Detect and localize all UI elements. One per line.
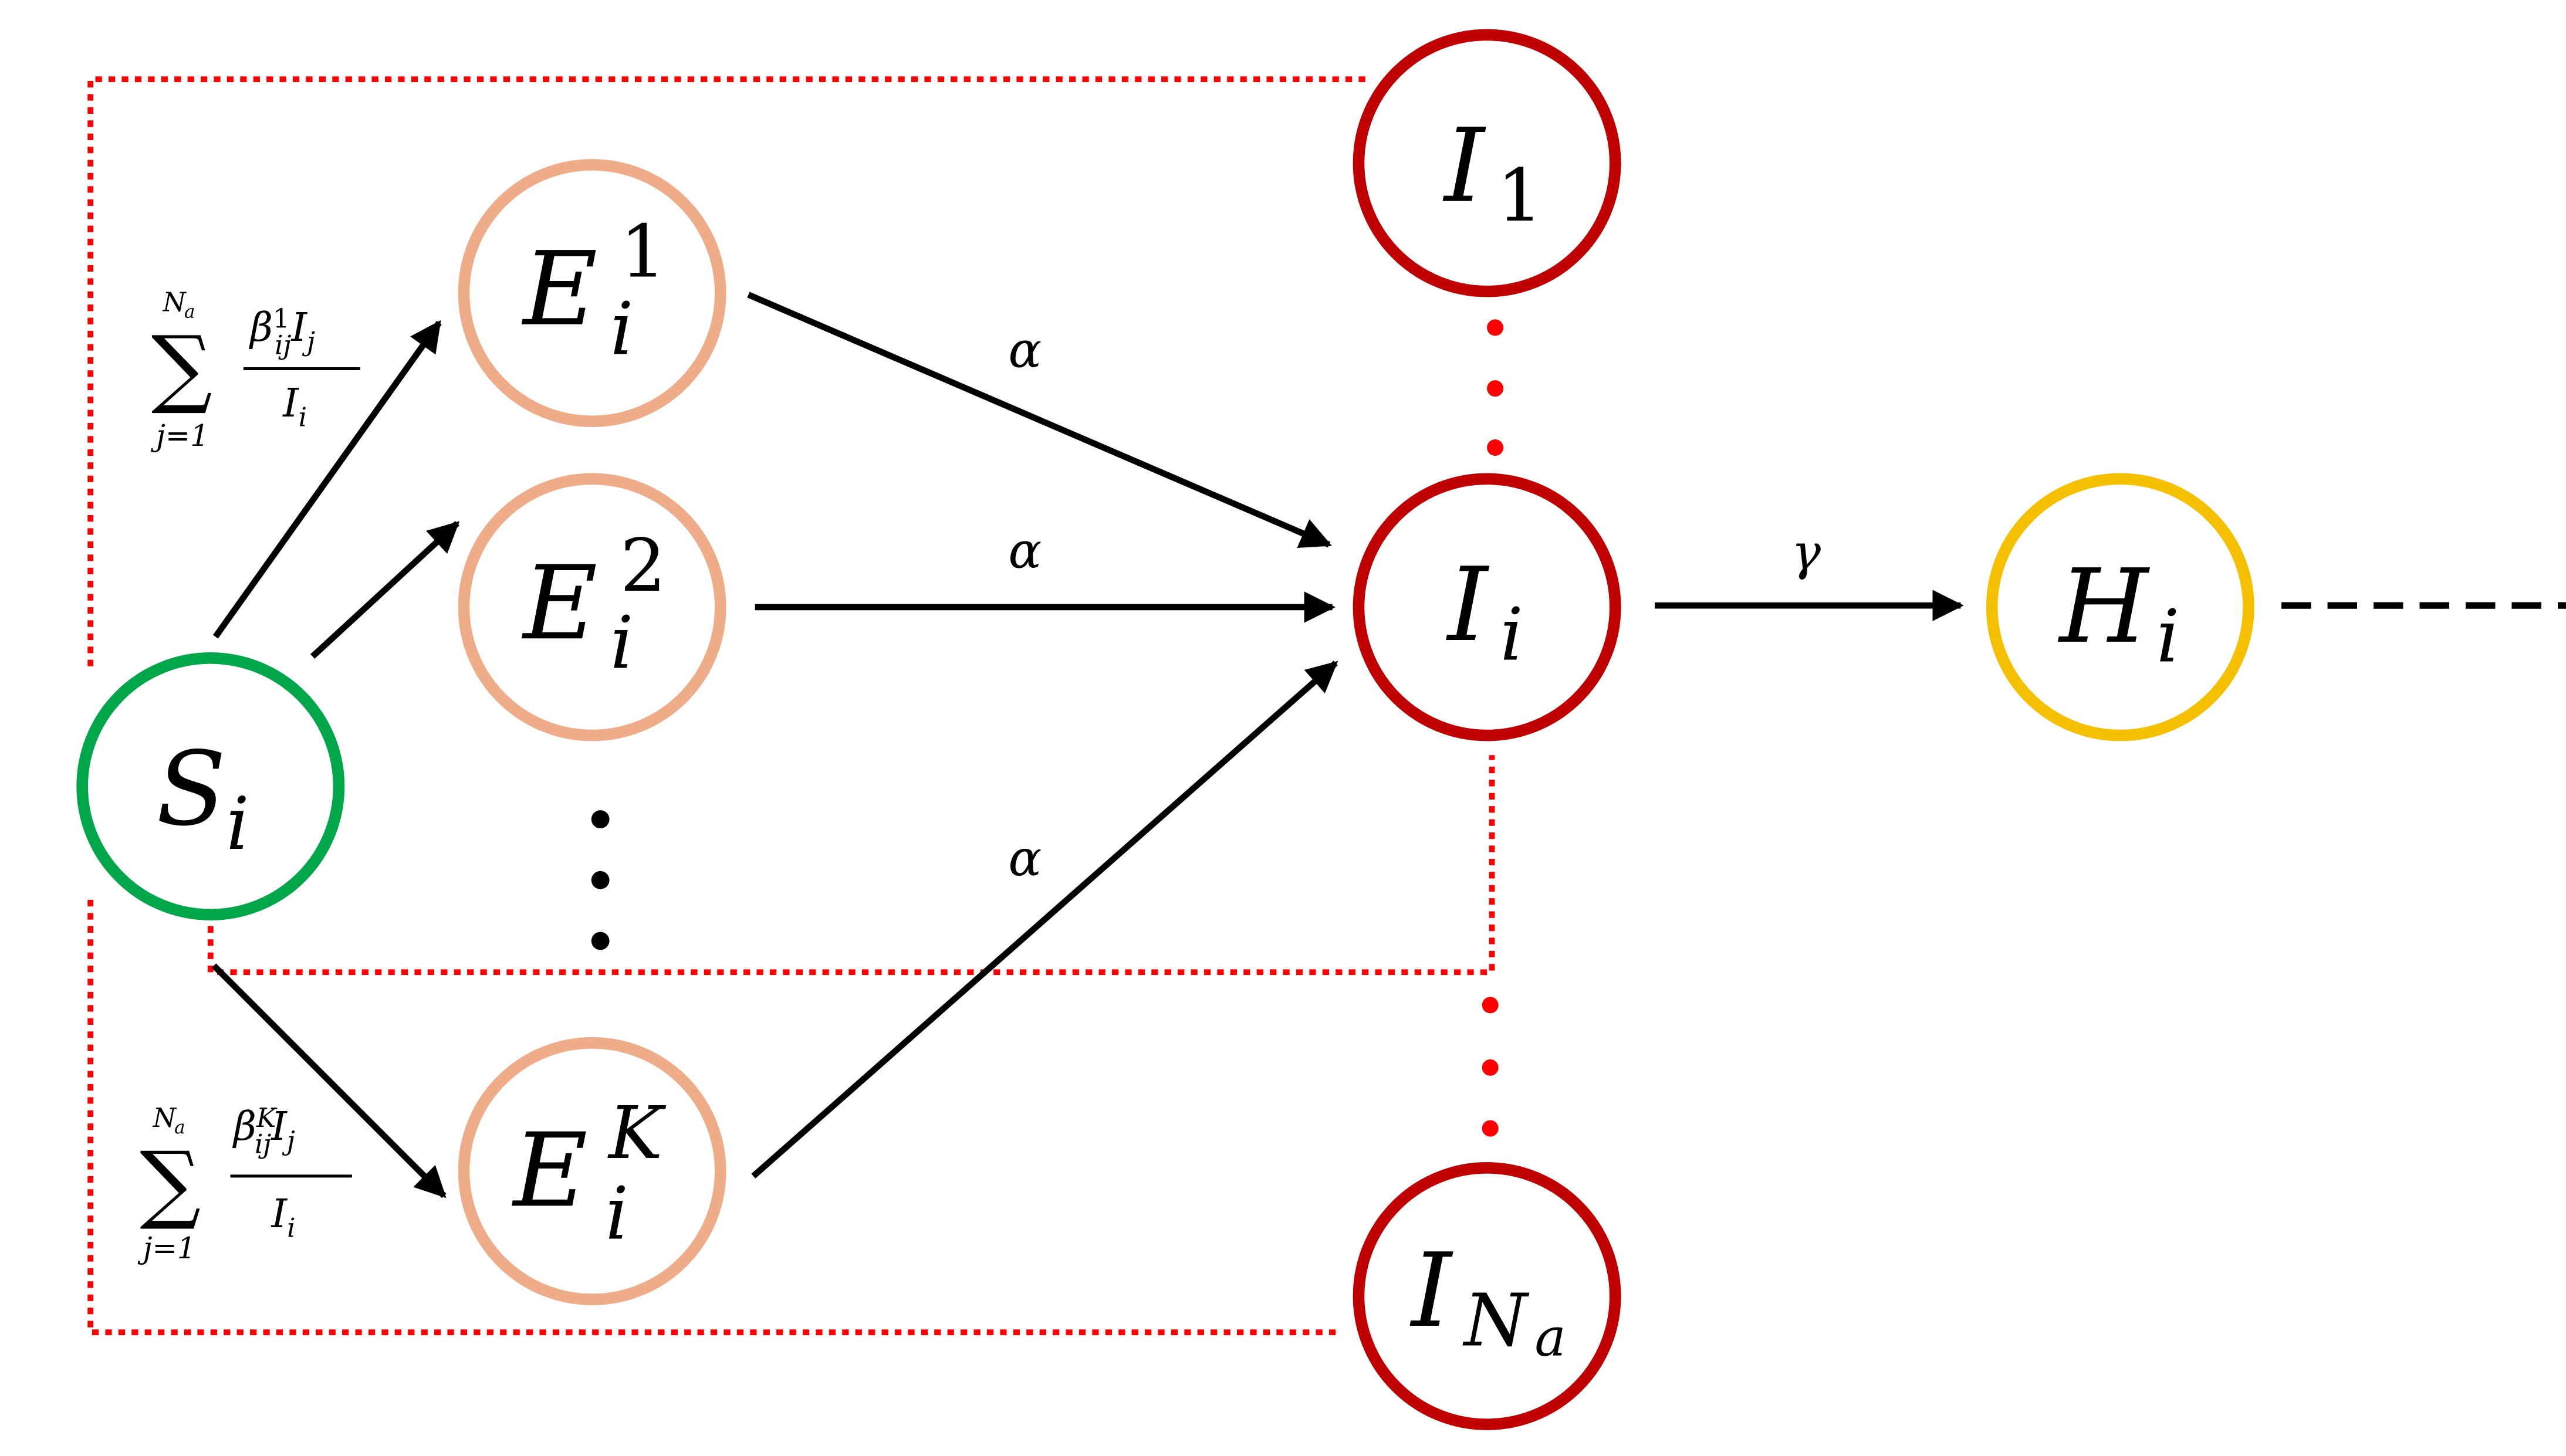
node-i1-circle	[1353, 29, 1621, 297]
transition-arrows	[211, 292, 1964, 1198]
formula-bottom-lower: j=1	[137, 1231, 196, 1265]
formula-bottom-beta-sup: K	[256, 1102, 278, 1133]
dot	[1482, 1120, 1499, 1137]
node-e2-label: E	[521, 544, 597, 662]
node-ek-base: E	[512, 1111, 588, 1230]
formula-top-beta-sub: ij	[275, 329, 291, 360]
node-e2-sub: i	[610, 602, 633, 686]
arrow-s-to-ek	[211, 963, 447, 1198]
node-h-sub: i	[2156, 595, 2179, 679]
node-e1-sub: i	[610, 287, 633, 371]
dot	[1482, 1059, 1499, 1076]
formula-top-upper: N	[163, 286, 187, 317]
dot	[1487, 319, 1504, 336]
node-ii-sub: i	[1500, 594, 1523, 678]
exposed-ellipsis-dots	[591, 810, 610, 950]
dot	[1487, 439, 1504, 456]
node-i1-base: I	[1442, 107, 1486, 225]
formula-top-lower: j=1	[150, 418, 209, 453]
arrow-e1-to-ii	[747, 292, 1332, 548]
node-s-circle	[76, 652, 345, 920]
formula-bottom-den-sub: i	[287, 1213, 295, 1244]
node-e2-base: E	[521, 544, 597, 662]
node-ii-label: I	[1446, 546, 1490, 664]
node-ii-base: I	[1446, 546, 1490, 664]
rate-gamma: γ	[1791, 523, 1821, 581]
formula-top-upper-sub: a	[184, 302, 195, 323]
dot	[591, 871, 610, 889]
formula-top-ij: I	[290, 304, 308, 350]
dot	[591, 810, 610, 828]
arrow-s-to-e1	[212, 320, 442, 639]
node-ek-sup: K	[607, 1092, 667, 1176]
node-e1-sup: 1	[620, 211, 666, 294]
node-ek-sub: i	[606, 1172, 628, 1256]
dot	[1487, 380, 1504, 397]
arrow-ek-to-ii	[751, 661, 1338, 1179]
node-s-sub: i	[226, 783, 249, 866]
formula-top-sum: ∑	[151, 318, 212, 417]
node-ek-circle	[458, 1037, 726, 1305]
formula-bottom-sum: ∑	[140, 1134, 201, 1233]
node-ina-base: I	[1409, 1231, 1453, 1350]
dotted-boundary-lines	[87, 76, 1495, 1336]
formula-top-den-i: I	[282, 380, 299, 426]
formula-top-den-sub: i	[299, 402, 307, 433]
infected-ellipsis-dots	[1482, 319, 1504, 1137]
node-s-base: S	[156, 730, 226, 848]
arrow-s-to-e2	[310, 521, 460, 659]
node-ek-label: E	[512, 1111, 588, 1230]
node-i1-label: I	[1442, 107, 1486, 225]
node-h-base: H	[2058, 547, 2151, 666]
inner-boundary-line	[207, 755, 1495, 976]
formula-bottom-beta: β	[232, 1103, 256, 1149]
node-i1-sub: 1	[1497, 154, 1543, 238]
formula-bottom-beta-sub: ij	[255, 1129, 271, 1160]
rate-alpha-ek: α	[1008, 829, 1042, 887]
rate-alpha-e2: α	[1008, 522, 1042, 580]
node-ina-label: I	[1409, 1231, 1453, 1350]
dot	[1482, 997, 1499, 1014]
dot	[591, 932, 610, 950]
node-e1-label: E	[521, 230, 597, 348]
formula-top-beta: β	[248, 304, 273, 350]
node-e1-base: E	[521, 230, 597, 348]
node-ina-circle	[1353, 1162, 1621, 1430]
formula-top-beta-sup: 1	[273, 303, 290, 334]
top-boundary-line	[87, 76, 1365, 673]
node-ina-subsub: a	[1534, 1307, 1566, 1368]
node-ii-circle	[1353, 473, 1621, 741]
formula-top-den: Ii	[282, 380, 307, 433]
node-s-label: Si	[156, 730, 249, 866]
formula-bottom-den: Ii	[271, 1191, 296, 1244]
formula-bottom-upper-sub: a	[174, 1117, 185, 1138]
formula-bottom-ij: I	[270, 1103, 288, 1149]
rate-alpha-e1: α	[1008, 321, 1042, 379]
node-e1-circle	[458, 159, 726, 428]
formula-bottom-upper: N	[153, 1102, 177, 1133]
node-ina-sub: N	[1462, 1279, 1530, 1363]
node-h-circle	[1986, 473, 2254, 741]
node-h-label: H	[2058, 547, 2151, 666]
formula-bottom-den-i: I	[271, 1191, 288, 1237]
node-e2-circle	[458, 473, 726, 741]
node-e2-sup: 2	[620, 524, 666, 608]
